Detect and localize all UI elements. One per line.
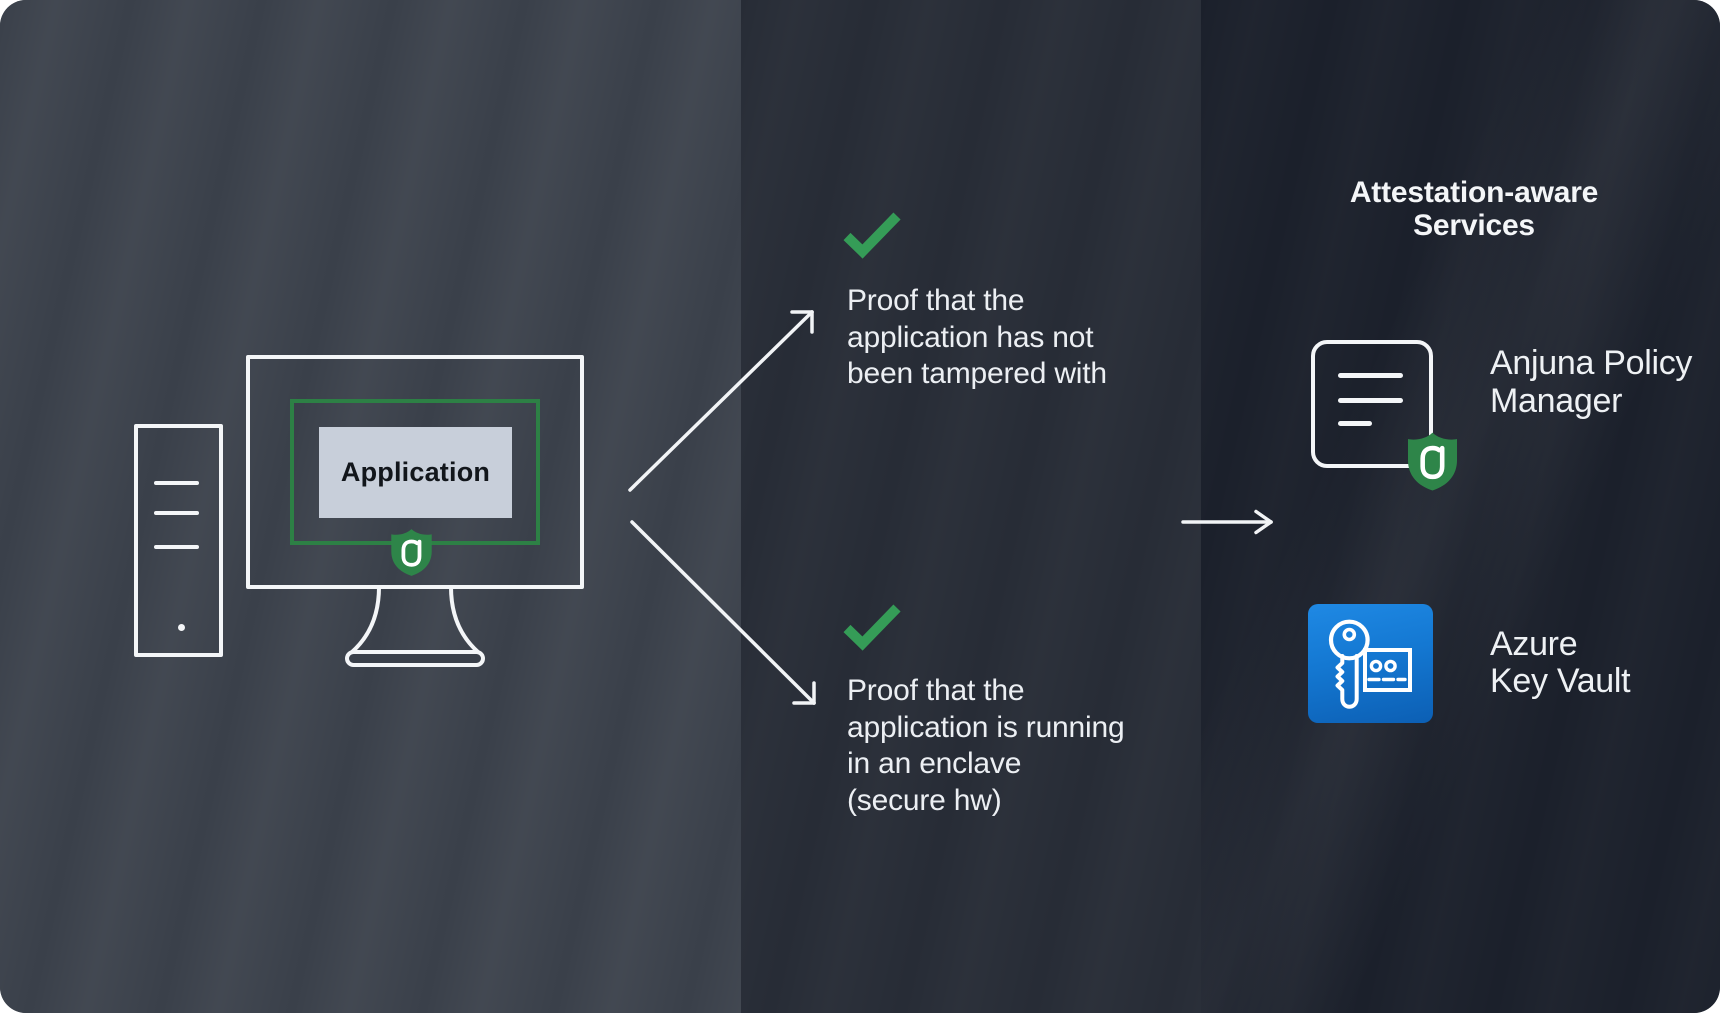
service-label-line: Manager [1490,382,1623,420]
anjuna-shield-icon [1407,432,1458,491]
service-label-line: Anjuna Policy [1490,344,1693,382]
tower-power-dot [178,624,185,631]
azure-key-vault-label: Azure Key Vault [1490,625,1631,700]
document-text-line [1338,373,1403,378]
proof-line: Proof that the [847,284,1025,317]
services-title-line: Services [1413,209,1535,242]
azure-key-vault-icon [1308,604,1433,723]
monitor-icon [246,355,584,589]
proof-line: application has not [847,320,1094,354]
arrow-right-icon [1181,509,1273,535]
proof-line: application is running [847,710,1125,744]
diagonal-stripes-texture [1201,0,1720,1013]
proof-line: Proof that the [847,674,1025,707]
monitor-stand [345,586,485,667]
proof-line: in an enclave [847,747,1022,780]
application-label: Application [340,457,491,487]
service-label-line: Azure [1490,625,1578,663]
proof-enclave-text: Proof that the application is running in… [847,673,1125,819]
tower-vent-line [154,481,199,485]
services-title: Attestation-aware Services [1274,176,1674,242]
arrow-up-right-icon [628,310,814,492]
panel-attestation-proofs [741,0,1201,1013]
diagonal-sheen [1201,0,1720,1013]
diagonal-stripes-texture [741,0,1201,1013]
server-tower-icon [134,424,223,657]
proof-line: (secure hw) [847,783,1002,817]
key-vault-glyph [1328,619,1412,709]
tower-vent-line [154,511,199,515]
document-text-line [1338,398,1403,403]
proof-line: been tampered with [847,357,1107,390]
check-icon [843,604,901,651]
document-text-line [1338,421,1372,426]
proof-tamper-text: Proof that the application has not been … [847,283,1107,393]
tower-vent-line [154,545,199,549]
anjuna-policy-manager-label: Anjuna Policy Manager [1490,344,1692,420]
policy-document-icon [1311,340,1433,468]
panel-attestation-aware-services [1201,0,1720,1013]
check-icon [843,212,901,259]
anjuna-shield-icon [391,529,432,576]
services-title-line: Attestation-aware [1349,176,1599,209]
service-label-line: Key Vault [1490,662,1631,700]
arrow-down-right-icon [630,520,816,705]
application-box: Application [319,427,512,518]
